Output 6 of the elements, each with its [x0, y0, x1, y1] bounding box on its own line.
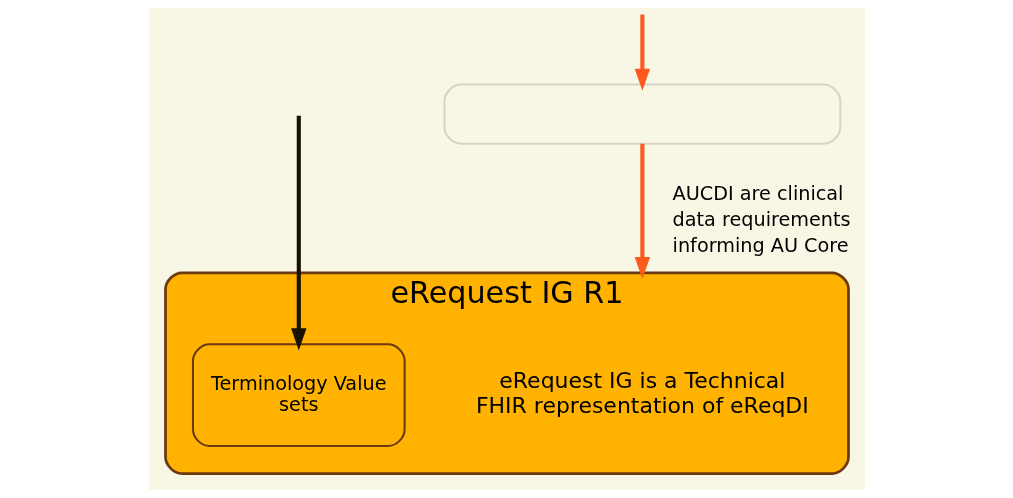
node-box: Terminology Value sets: [191, 343, 406, 448]
arrow: [634, 143, 650, 280]
arrow: [290, 115, 306, 351]
node-box: [442, 83, 841, 145]
edge-label: AUCDI are clinical data requirements informing AU Core: [672, 181, 851, 257]
arrow: [634, 14, 650, 91]
